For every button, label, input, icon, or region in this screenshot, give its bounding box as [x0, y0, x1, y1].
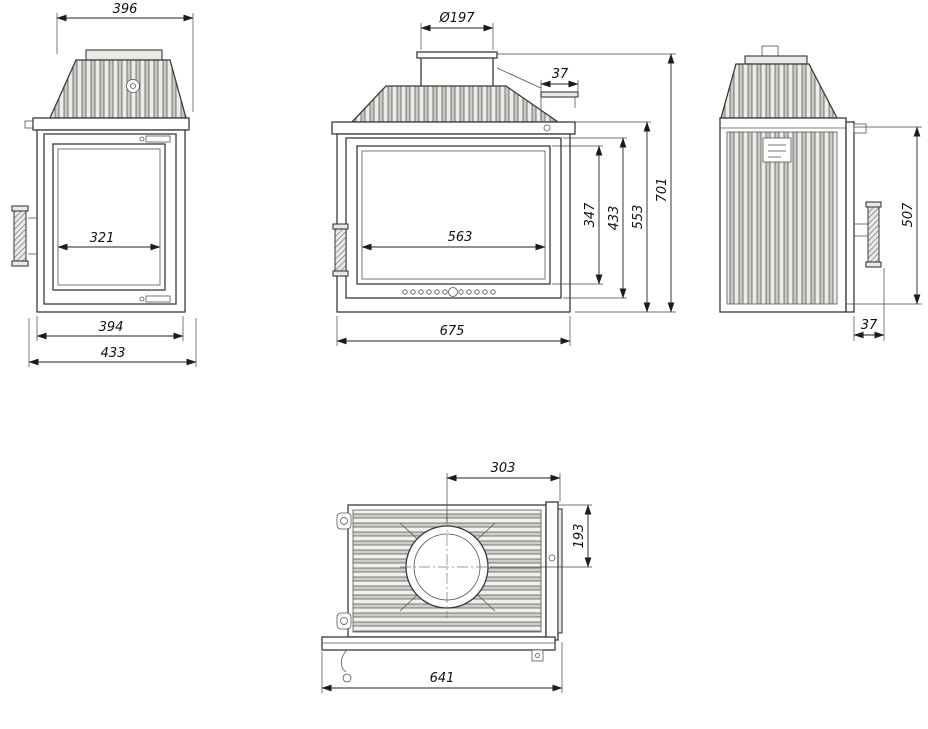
glass-inner [361, 150, 546, 280]
back-plate [545, 501, 559, 641]
air-vent-holes [402, 287, 496, 297]
top-fin-section [48, 49, 187, 119]
dim-label-glass-height: 347 [583, 202, 598, 228]
view-left-side: 396 321 394 433 [11, 2, 197, 367]
door-handle [11, 205, 37, 267]
glass-outer [52, 143, 166, 291]
view-top: 303 193 641 [321, 461, 592, 693]
dim-label-side-total-depth: 433 [101, 346, 126, 361]
dim-label-flue-to-back: 303 [491, 461, 516, 476]
dim-label-front-glass-width: 563 [448, 230, 473, 245]
view-front: Ø197 37 563 347 433 553 [331, 11, 676, 346]
firebox-body [331, 121, 576, 313]
dim-side-top-depth: 396 [56, 2, 194, 112]
dim-label-body-height: 553 [631, 205, 646, 230]
anchor-bracket [853, 123, 867, 134]
dim-total-width: 675 [336, 316, 571, 346]
dim-label-flue-offset: 193 [572, 524, 587, 549]
hinge-pin-bottom [340, 617, 348, 625]
dim-handle-offset: 37 [853, 268, 885, 341]
dim-flue-offset: 193 [490, 504, 592, 568]
dim-side-glass-width: 321 [57, 231, 161, 251]
door-handle [854, 201, 882, 268]
dim-glass-height: 347 [552, 145, 603, 285]
dim-label-side-top-depth: 396 [113, 2, 138, 17]
glass-inner [57, 148, 161, 286]
rating-plate [762, 137, 792, 163]
damper-knob [126, 79, 140, 93]
dim-side-total-depth: 433 [28, 318, 197, 367]
flue-collar [416, 51, 498, 87]
front-frame [321, 636, 556, 651]
dim-label-flue-diameter: Ø197 [438, 11, 475, 26]
dim-label-side-base-depth: 394 [99, 320, 124, 335]
dim-total-height: 701 [497, 53, 676, 313]
dim-flue-diameter: Ø197 [420, 11, 494, 50]
body-outline [321, 501, 563, 683]
glass-outer [356, 145, 551, 285]
dim-bracket-offset: 37 [540, 67, 579, 92]
dim-label-right-body-height: 507 [901, 202, 916, 228]
top-fin-section [350, 85, 561, 123]
door-handle [332, 223, 349, 277]
dim-label-total-height: 701 [655, 178, 670, 203]
firebox-body [24, 117, 190, 313]
view-right-side: 507 37 [719, 45, 922, 341]
handle-hook [340, 649, 348, 673]
wall-anchor-bracket [496, 67, 579, 120]
dim-label-bracket-offset: 37 [552, 67, 569, 82]
dim-front-glass-width: 563 [361, 230, 546, 251]
dim-label-handle-offset: 37 [861, 318, 878, 333]
top-fin-section [720, 45, 839, 119]
dim-label-door-height: 433 [607, 206, 622, 231]
dim-label-total-width: 675 [440, 324, 465, 339]
dim-right-body-height: 507 [846, 126, 922, 305]
dim-side-base-depth: 394 [36, 316, 184, 341]
firebox-body [719, 117, 867, 313]
dim-label-top-base-width: 641 [430, 671, 455, 686]
hinge-pin-top [340, 517, 348, 525]
latch-bottom [145, 295, 171, 303]
dim-door-height: 433 [563, 137, 627, 299]
dim-flue-to-back: 303 [446, 461, 561, 522]
dim-label-side-glass-width: 321 [90, 231, 115, 246]
dim-body-height: 553 [575, 121, 676, 313]
rear-plate [845, 121, 855, 313]
latch-block [531, 649, 544, 662]
dim-top-base-width: 641 [321, 642, 563, 693]
latch-top [145, 135, 171, 143]
